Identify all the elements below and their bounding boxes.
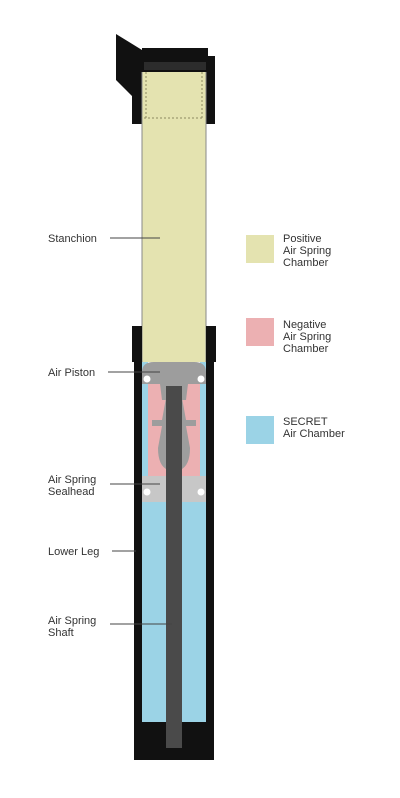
legend-label-positive: Positive Air Spring Chamber	[283, 233, 332, 269]
label-air-piston: Air Piston	[48, 367, 96, 379]
positive-chamber-fill	[142, 72, 206, 372]
sealhead-oring-left	[143, 488, 151, 496]
top-cap-threads	[144, 62, 206, 70]
lower-leg-wall-left	[134, 362, 142, 760]
sealhead-oring-right	[197, 488, 205, 496]
label-stanchion: Stanchion	[48, 233, 97, 245]
legend-label-negative: Negative Air Spring Chamber	[283, 319, 332, 355]
piston-oring-left	[143, 375, 151, 383]
label-air-spring-sealhead: Air Spring Sealhead	[48, 474, 97, 498]
fork-crown	[116, 34, 142, 124]
label-air-spring-shaft: Air Spring Shaft	[48, 615, 97, 639]
secret-chamber-band	[142, 362, 148, 500]
top-cap-side	[205, 56, 215, 124]
piston-oring-right	[197, 375, 205, 383]
air-spring-shaft	[166, 386, 182, 748]
legend-swatch-secret	[246, 416, 274, 444]
label-lower-leg: Lower Leg	[48, 546, 100, 558]
secret-chamber-band-right	[200, 362, 206, 500]
legend-swatch-positive	[246, 235, 274, 263]
lower-leg-wall-right	[206, 362, 214, 760]
legend-swatch-negative	[246, 318, 274, 346]
legend-label-secret: SECRET Air Chamber	[283, 416, 345, 440]
